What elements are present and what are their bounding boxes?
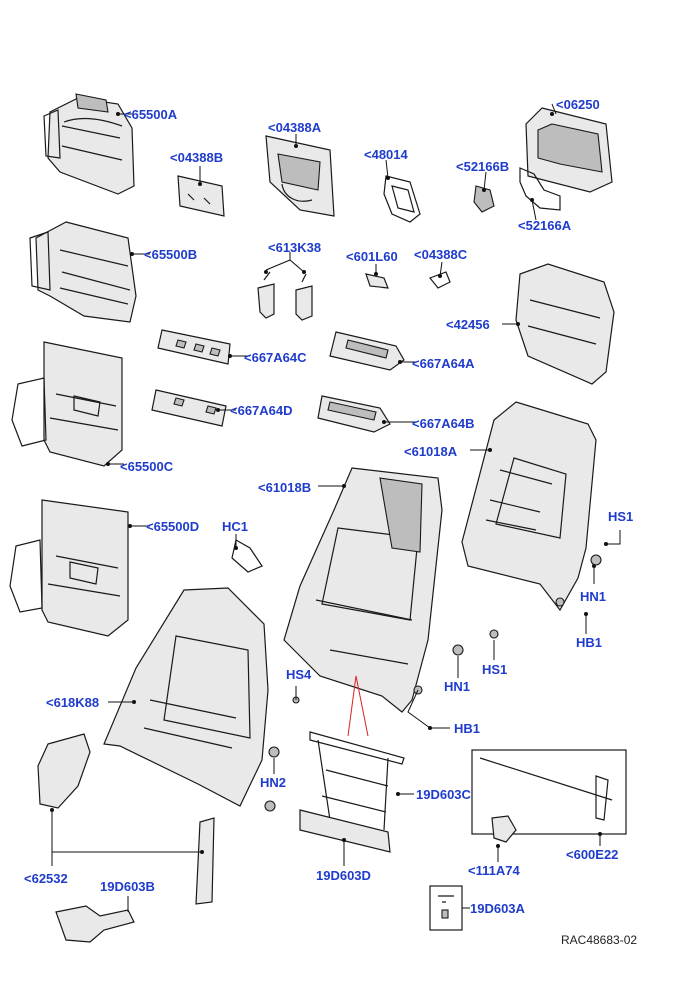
part-06250-screen bbox=[525, 107, 613, 193]
part-111a74 bbox=[491, 815, 517, 843]
part-19d603b-actuator bbox=[55, 905, 135, 943]
label-613k38: <613K38 bbox=[268, 240, 322, 255]
label-65500d: <65500D bbox=[146, 519, 200, 534]
part-61018a-seat-frame bbox=[461, 401, 597, 612]
label-600e22: <600E22 bbox=[566, 847, 619, 862]
part-52166b-clip bbox=[473, 185, 495, 213]
part-48014-bezel bbox=[383, 175, 421, 223]
label-48014: <48014 bbox=[364, 147, 408, 162]
part-667a64d-switch-panel bbox=[151, 389, 227, 427]
label-hc1: HC1 bbox=[222, 519, 249, 534]
label-hn1-center: HN1 bbox=[444, 679, 471, 694]
label-61018b: <61018B bbox=[258, 480, 312, 495]
part-65500a-back-panel bbox=[43, 93, 135, 195]
label-19d603d: 19D603D bbox=[316, 868, 371, 883]
part-62532-wiring-strip bbox=[195, 817, 215, 905]
part-65500b-back-panel bbox=[29, 221, 137, 323]
part-618k88-seat-base-frame bbox=[103, 587, 269, 807]
part-600e22-cable-box bbox=[471, 749, 627, 835]
part-667a64b-switch-panel bbox=[317, 395, 391, 433]
part-62532-side-trim bbox=[37, 733, 91, 809]
part-601l60 bbox=[365, 273, 389, 289]
part-52166a-bracket bbox=[519, 167, 561, 211]
label-65500b: <65500B bbox=[144, 247, 198, 262]
part-19d603a-box bbox=[429, 885, 463, 931]
label-hs4: HS4 bbox=[286, 667, 312, 682]
label-hb1-right: HB1 bbox=[576, 635, 603, 650]
label-04388b: <04388B bbox=[170, 150, 224, 165]
part-42456-back-cover bbox=[515, 263, 615, 385]
label-667a64d: <667A64D bbox=[230, 403, 293, 418]
label-52166b: <52166B bbox=[456, 159, 510, 174]
label-06250: <06250 bbox=[556, 97, 600, 112]
part-667a64a-switch-panel bbox=[329, 331, 405, 371]
label-04388c: <04388C bbox=[414, 247, 468, 262]
section-marker-lines bbox=[347, 675, 369, 737]
leader-lines bbox=[50, 103, 621, 912]
fasteners bbox=[264, 554, 602, 812]
label-65500a: <65500A bbox=[124, 107, 178, 122]
label-hn1-right: HN1 bbox=[580, 589, 607, 604]
part-61018b-seat-frame bbox=[283, 467, 443, 713]
label-601l60: <601L60 bbox=[346, 249, 398, 264]
label-19d603c: 19D603C bbox=[416, 787, 471, 802]
label-hs1-center: HS1 bbox=[482, 662, 508, 677]
drawing-reference: RAC48683-02 bbox=[561, 933, 638, 947]
label-667a64c: <667A64C bbox=[244, 350, 307, 365]
label-hn2: HN2 bbox=[260, 775, 287, 790]
part-65500c-back-panel bbox=[11, 341, 123, 467]
label-hs1-right: HS1 bbox=[608, 509, 634, 524]
label-65500c: <65500C bbox=[120, 459, 174, 474]
label-111a74: <111A74 bbox=[468, 863, 520, 878]
label-hb1-center: HB1 bbox=[454, 721, 481, 736]
label-52166a: <52166A bbox=[518, 218, 572, 233]
part-65500d-back-panel bbox=[9, 499, 129, 637]
part-613k38-guides bbox=[257, 271, 313, 321]
part-19d603d-lumbar-mat bbox=[299, 809, 391, 853]
label-19d603a: 19D603A bbox=[470, 901, 525, 916]
part-19d603c-lumbar bbox=[309, 731, 405, 831]
label-42456: <42456 bbox=[446, 317, 490, 332]
part-hc1-clip bbox=[231, 539, 263, 573]
label-667a64b: <667A64B bbox=[412, 416, 475, 431]
label-667a64a: <667A64A bbox=[412, 356, 475, 371]
label-61018a: <61018A bbox=[404, 444, 458, 459]
label-19d603b: 19D603B bbox=[100, 879, 155, 894]
label-618k88: <618K88 bbox=[46, 695, 100, 710]
part-667a64c-switch-panel bbox=[157, 329, 231, 365]
label-04388a: <04388A bbox=[268, 120, 322, 135]
label-62532: <62532 bbox=[24, 871, 68, 886]
part-04388a-cover bbox=[265, 135, 335, 217]
part-04388b-bracket bbox=[177, 175, 225, 217]
